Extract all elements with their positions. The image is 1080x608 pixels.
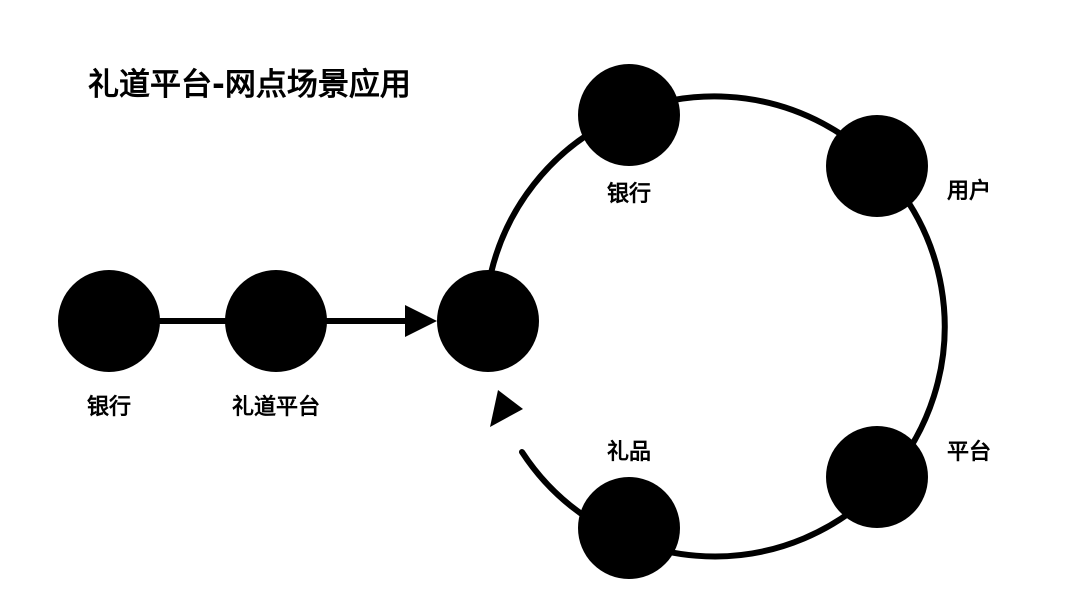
node-platform-left	[225, 270, 327, 372]
label-cycle-user: 用户	[947, 178, 991, 204]
cycle-return-arrowhead	[490, 390, 523, 427]
label-cycle-bank: 银行	[607, 181, 651, 207]
label-bank-left: 银行	[87, 394, 131, 420]
node-cycle-bank	[578, 64, 680, 166]
connector-hub-arrowhead	[405, 305, 437, 337]
node-bank-left	[58, 270, 160, 372]
node-cycle-user	[826, 115, 928, 217]
label-cycle-platform: 平台	[947, 439, 991, 465]
diagram-title: 礼道平台-网点场景应用	[88, 67, 411, 103]
node-cycle-platform	[826, 426, 928, 528]
label-platform-left: 礼道平台	[232, 394, 320, 420]
node-cycle-gift	[578, 477, 680, 579]
node-hub	[437, 270, 539, 372]
label-cycle-gift: 礼品	[607, 439, 651, 465]
